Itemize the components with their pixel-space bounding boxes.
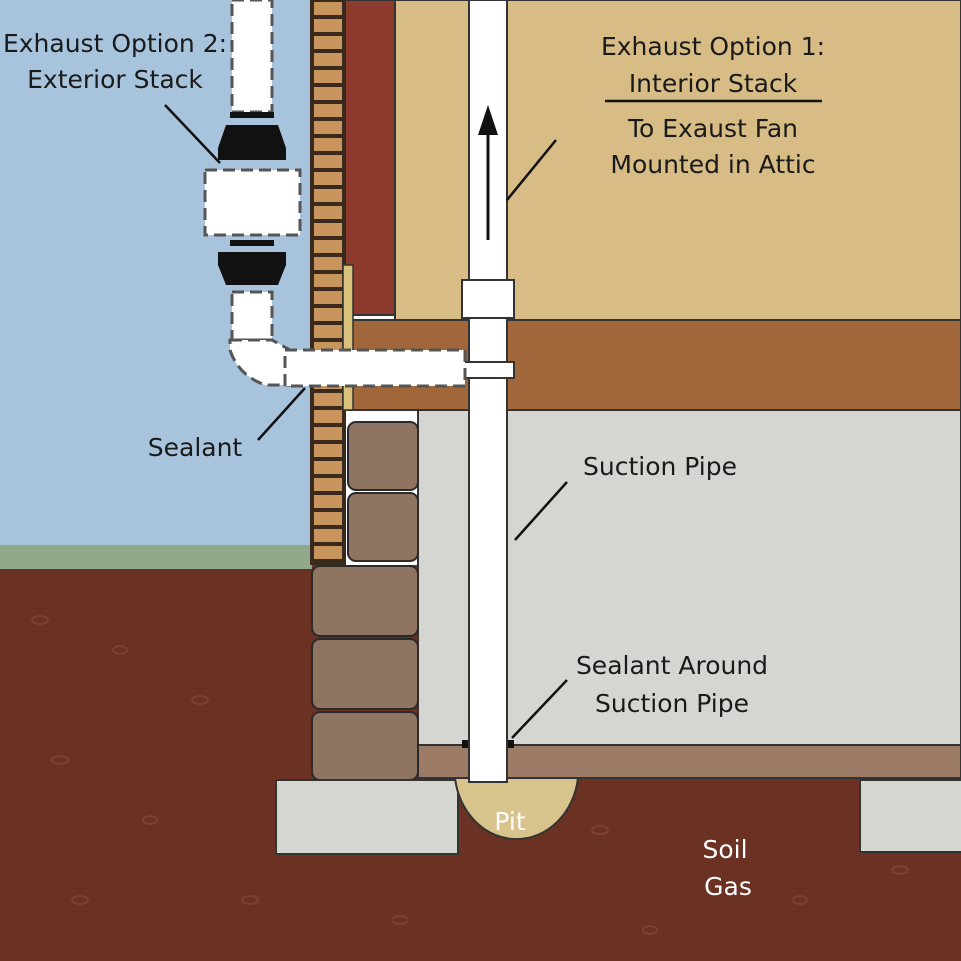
grass	[0, 545, 312, 569]
brick	[314, 121, 342, 134]
suction-pit	[453, 777, 580, 841]
brick	[314, 495, 342, 508]
exhaust-option-1-sublabel: Interior Stack	[629, 69, 798, 98]
brick	[314, 36, 342, 49]
brick	[314, 308, 342, 321]
brick	[314, 172, 342, 185]
concrete-block	[311, 638, 419, 710]
pipe-coupling	[461, 279, 515, 319]
brick	[314, 138, 342, 151]
concrete-block	[347, 492, 419, 562]
sealant-around-label: Sealant Around	[576, 651, 768, 680]
block-foundation-wall	[311, 421, 419, 781]
brick	[314, 291, 342, 304]
brick	[314, 393, 342, 406]
brick	[314, 427, 342, 440]
brick	[314, 223, 342, 236]
suction-pipe-label: Suction Pipe	[583, 452, 737, 481]
pipe-tee	[461, 361, 515, 379]
sill-plate	[342, 264, 354, 411]
soil-gas-label: Soil	[702, 835, 747, 864]
brick	[314, 240, 342, 253]
footing-left	[275, 779, 459, 855]
sealant-around-sublabel: Suction Pipe	[595, 689, 749, 718]
exhaust-option-1-label: Exhaust Option 1:	[601, 32, 825, 61]
brick	[314, 206, 342, 219]
brick	[314, 155, 342, 168]
exterior-fan	[218, 112, 286, 285]
brick	[314, 53, 342, 66]
brick	[314, 444, 342, 457]
brick	[314, 87, 342, 100]
exterior-stack	[203, 0, 467, 388]
brick	[314, 546, 342, 559]
brick-wall	[310, 0, 346, 565]
exhaust-option-2-label: Exhaust Option 2:	[3, 29, 227, 58]
airflow-arrow-icon	[478, 105, 498, 240]
exhaust-option-2-sublabel: Exterior Stack	[27, 65, 203, 94]
soil-texture	[31, 615, 909, 935]
pit-label: Pit	[494, 807, 525, 836]
brick	[314, 104, 342, 117]
leader-lines	[164, 99, 822, 739]
concrete-block	[347, 421, 419, 491]
attic-label: Mounted in Attic	[610, 150, 815, 179]
brick	[314, 529, 342, 542]
brick	[314, 189, 342, 202]
basement-space	[417, 409, 961, 746]
brick	[314, 274, 342, 287]
brick	[314, 325, 342, 338]
brick	[314, 2, 342, 15]
sealant-label: Sealant	[148, 433, 243, 462]
concrete-block	[311, 711, 419, 781]
footing-right	[859, 779, 961, 853]
brick	[314, 461, 342, 474]
brick	[314, 478, 342, 491]
brick	[314, 257, 342, 270]
brick	[314, 70, 342, 83]
concrete-block	[311, 565, 419, 637]
exhaust-fan-label: To Exaust Fan	[627, 114, 798, 143]
brick	[314, 410, 342, 423]
soil-gas-sublabel: Gas	[704, 872, 752, 901]
brick	[314, 512, 342, 525]
brick	[314, 19, 342, 32]
